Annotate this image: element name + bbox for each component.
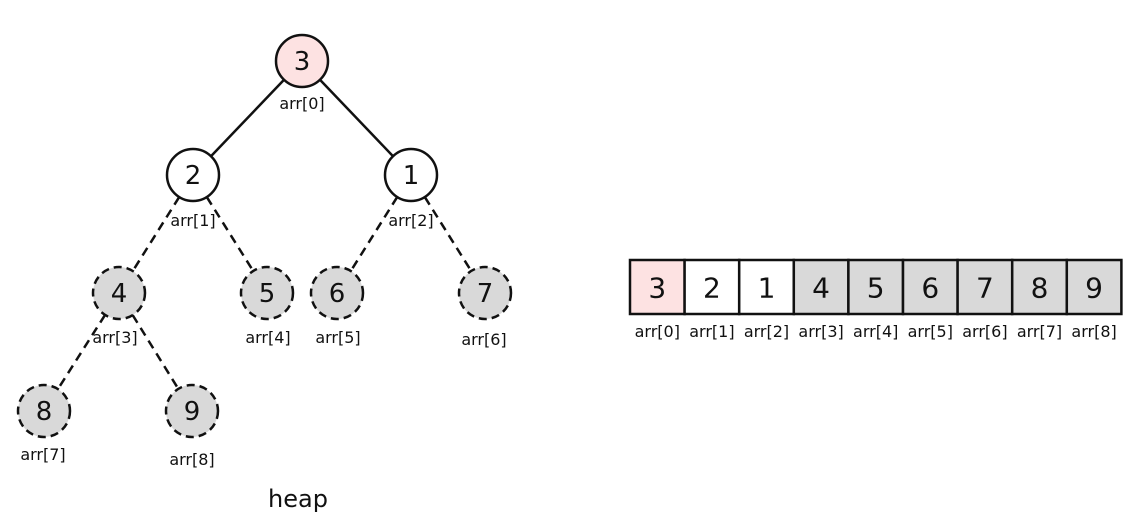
- heap-node-3: 4 arr[3]: [91, 265, 147, 347]
- array-cell-value: 3: [648, 272, 666, 305]
- array-cell-2: 1 arr[2]: [737, 258, 796, 341]
- array-cell-box: [1065, 258, 1123, 316]
- heap-caption: heap: [268, 485, 328, 513]
- array-cell-0: 3 arr[0]: [628, 258, 686, 341]
- edge-1-3: [131, 196, 181, 272]
- array-cell-value: 7: [976, 272, 994, 305]
- array-cell-value: 1: [758, 272, 776, 305]
- heap-node-value: 2: [185, 161, 202, 191]
- array-cell-value: 8: [1031, 272, 1049, 305]
- heap-node-value: 4: [111, 279, 128, 309]
- heap-node-index-label: arr[0]: [279, 94, 324, 113]
- array-cell-5: 6 arr[5]: [901, 258, 959, 341]
- heap-node-value: 9: [184, 397, 201, 427]
- heap-node-5: 6 arr[5]: [309, 265, 365, 347]
- array-cell-box: [792, 258, 850, 316]
- array-cell-index-label: arr[1]: [689, 322, 734, 341]
- array-cell-index-label: arr[7]: [1017, 322, 1062, 341]
- edge-0-2: [319, 78, 394, 158]
- array-cell-index-label: arr[3]: [798, 322, 843, 341]
- heap-node-circle: [91, 265, 147, 321]
- heap-node-7: 8 arr[7]: [16, 383, 72, 464]
- heap-node-2: 1 arr[2]: [383, 147, 439, 230]
- heap-node-4: 5 arr[4]: [239, 265, 295, 347]
- edge-1-4: [205, 196, 255, 272]
- heap-node-0: 3 arr[0]: [274, 33, 330, 113]
- array-cell-6: 7 arr[6]: [956, 258, 1014, 341]
- heap-node-value: 8: [36, 397, 53, 427]
- heap-edges: [56, 78, 473, 390]
- heap-node-index-label: arr[5]: [315, 328, 360, 347]
- heap-node-circle: [16, 383, 72, 439]
- array-cell-index-label: arr[5]: [908, 322, 953, 341]
- heap-node-index-label: arr[4]: [245, 328, 290, 347]
- array-cell-index-label: arr[4]: [853, 322, 898, 341]
- heap-node-circle: [239, 265, 295, 321]
- array-cell-index-label: arr[6]: [962, 322, 1007, 341]
- edge-0-1: [210, 78, 285, 158]
- heap-node-index-label: arr[7]: [20, 445, 65, 464]
- heap-node-circle: [457, 265, 513, 321]
- heap-node-index-label: arr[3]: [92, 328, 137, 347]
- edge-2-5: [349, 196, 399, 272]
- heap-node-1: 2 arr[1]: [165, 147, 221, 230]
- array-cell-index-label: arr[0]: [635, 322, 680, 341]
- array-cell-index-label: arr[8]: [1071, 322, 1116, 341]
- array-cell-box: [1010, 258, 1069, 316]
- heap-nodes: 3 arr[0] 2 arr[1] 1 arr[2] 4 arr[3] 5 arr[4] 6 arr[…: [16, 33, 513, 469]
- array-cell-box: [956, 258, 1014, 316]
- array-cell-value: 2: [703, 272, 721, 305]
- array-cell-box: [628, 258, 686, 316]
- heap-node-value: 3: [294, 47, 311, 77]
- array-cell-box: [847, 258, 905, 316]
- heap-node-circle: [164, 383, 220, 439]
- heap-node-value: 6: [329, 279, 346, 309]
- array-cell-1: 2 arr[1]: [683, 258, 741, 341]
- heap-node-6: 7 arr[6]: [457, 265, 513, 349]
- array-cell-7: 8 arr[7]: [1010, 258, 1069, 341]
- array-cell-box: [683, 258, 741, 316]
- array-strip: 3 arr[0] 2 arr[1] 1 arr[2] 4 arr[3] 5 arr[4] 6 arr[…: [628, 258, 1123, 341]
- heap-node-value: 7: [477, 279, 494, 309]
- array-cell-3: 4 arr[3]: [792, 258, 850, 341]
- array-cell-value: 9: [1085, 272, 1103, 305]
- heap-node-value: 1: [403, 161, 420, 191]
- heap-node-index-label: arr[6]: [461, 330, 506, 349]
- array-cell-index-label: arr[2]: [744, 322, 789, 341]
- heap-node-circle: [274, 33, 330, 89]
- heap-node-value: 5: [259, 279, 276, 309]
- array-cell-value: 5: [867, 272, 885, 305]
- heap-node-index-label: arr[1]: [170, 211, 215, 230]
- array-cell-8: 9 arr[8]: [1065, 258, 1123, 341]
- heap-node-index-label: arr[8]: [169, 450, 214, 469]
- edge-2-6: [423, 196, 473, 272]
- heap-node-circle: [165, 147, 221, 203]
- heap-node-index-label: arr[2]: [388, 211, 433, 230]
- edge-3-7: [56, 314, 107, 390]
- edge-3-8: [131, 314, 180, 390]
- heap-node-circle: [383, 147, 439, 203]
- heap-node-circle: [309, 265, 365, 321]
- array-cell-value: 6: [921, 272, 939, 305]
- array-cell-4: 5 arr[4]: [847, 258, 905, 341]
- array-cell-value: 4: [812, 272, 830, 305]
- heap-node-8: 9 arr[8]: [164, 383, 220, 469]
